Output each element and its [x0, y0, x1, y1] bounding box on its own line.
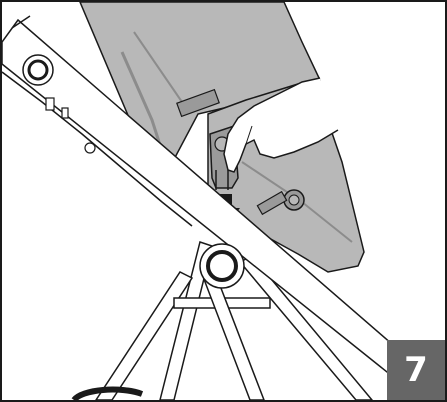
hand	[223, 77, 339, 173]
main-hinge	[199, 243, 245, 289]
stroller-frame-main-tube	[2, 15, 445, 400]
wheel	[71, 386, 144, 400]
frame-fasteners	[45, 97, 96, 154]
upper-hinge	[22, 54, 54, 86]
step-number-badge: 7	[387, 340, 445, 400]
